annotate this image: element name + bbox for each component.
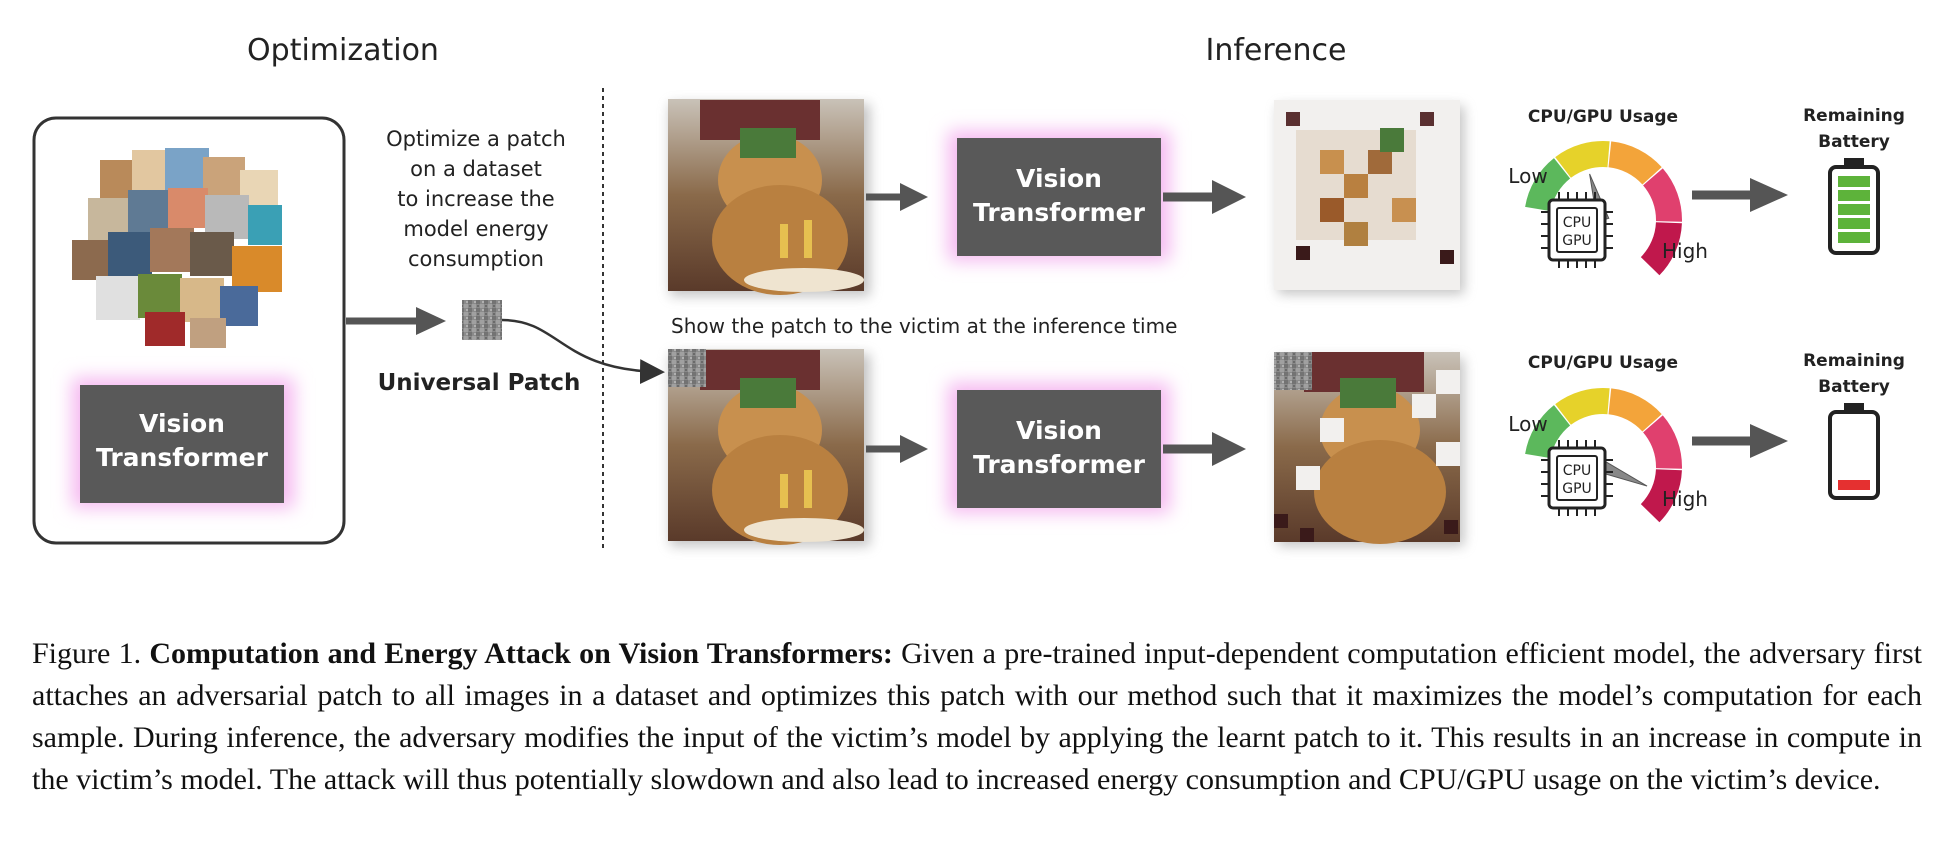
gauge-segment: [1640, 468, 1682, 523]
universal-patch-image: [462, 300, 502, 340]
battery-level-segment: [1838, 190, 1870, 201]
gauge-segment: [1555, 141, 1610, 179]
show-patch-text: Show the patch to the victim at the infe…: [671, 314, 1177, 338]
figure-diagram: Optimization Inference Vision Transforme…: [32, 33, 1905, 548]
battery-label-line2: Battery: [1818, 377, 1890, 397]
gauge-segment: [1525, 158, 1571, 212]
vit-label-line1: Vision: [1016, 164, 1102, 193]
vit-box-bottom: [957, 390, 1161, 508]
arrow-image-to-vit: [900, 435, 928, 463]
vit-label-line1: Vision: [139, 409, 225, 438]
arrow-vit-to-tokens: [1212, 180, 1246, 214]
universal-patch-label: Universal Patch: [378, 370, 581, 396]
optimize-text-line: to increase the: [397, 187, 554, 211]
dog-image-clean: [668, 99, 864, 295]
cpu-gpu-gauge-bottom: [1525, 388, 1682, 523]
chip-label-cpu: CPU: [1563, 215, 1591, 231]
arrow-vit-to-tokens: [1212, 432, 1246, 466]
cpu-chip-icon: CPU GPU: [1541, 192, 1613, 268]
battery-label-line2: Battery: [1818, 132, 1890, 152]
battery-level-segment: [1838, 218, 1870, 229]
battery-level-segment: [1838, 232, 1870, 243]
vit-label-line2: Transformer: [973, 198, 1146, 227]
gauge-high-label: High: [1662, 239, 1708, 263]
cpu-gpu-usage-label: CPU/GPU Usage: [1528, 107, 1678, 127]
caption-label: Figure 1.: [32, 637, 142, 670]
arrow-to-patch-head: [416, 307, 446, 335]
gauge-low-label: Low: [1508, 164, 1547, 188]
arrow-image-to-vit: [900, 183, 928, 211]
chip-label-gpu: GPU: [1562, 233, 1592, 249]
battery-label-line1: Remaining: [1803, 351, 1905, 371]
vit-label-line2: Transformer: [973, 450, 1146, 479]
cpu-gpu-gauge-top: [1525, 141, 1682, 276]
applied-patch: [668, 349, 706, 387]
gauge-high-label: High: [1662, 487, 1708, 511]
battery-level-segment: [1838, 176, 1870, 187]
optimize-description: Optimize a patch on a dataset to increas…: [386, 127, 566, 271]
section-title-inference: Inference: [1206, 33, 1347, 68]
caption-text: Given a pre-trained input-dependent comp…: [32, 637, 1923, 796]
gauge-segment: [1525, 405, 1571, 459]
section-title-optimization: Optimization: [247, 33, 439, 68]
gauge-segment: [1607, 141, 1662, 185]
caption-title: Computation and Energy Attack on Vision …: [149, 637, 893, 670]
token-image-patched: [1274, 352, 1460, 544]
arrow-to-battery: [1750, 178, 1788, 212]
patch-to-victim-arrow: [501, 318, 665, 385]
optimize-text-line: Optimize a patch: [386, 127, 566, 151]
battery-level-segment: [1838, 480, 1870, 490]
battery-icon-low: [1828, 403, 1880, 500]
dataset-collage-image: [72, 148, 282, 348]
chip-label-gpu: GPU: [1562, 481, 1592, 497]
vit-box-optimization: [80, 385, 284, 503]
vit-label-line1: Vision: [1016, 416, 1102, 445]
cpu-chip-icon: CPU GPU: [1541, 440, 1613, 516]
battery-cap: [1844, 403, 1864, 412]
gauge-segment: [1642, 168, 1682, 222]
cpu-gpu-usage-label: CPU/GPU Usage: [1528, 353, 1678, 373]
gauge-segment: [1555, 388, 1610, 426]
dog-image-patched: [668, 349, 864, 545]
gauge-needle: [1599, 460, 1648, 487]
vit-label-line2: Transformer: [96, 443, 269, 472]
gauge-low-label: Low: [1508, 412, 1547, 436]
figure-caption: Figure 1. Computation and Energy Attack …: [32, 633, 1922, 801]
battery-level-segment: [1838, 204, 1870, 215]
optimize-text-line: consumption: [408, 247, 544, 271]
optimize-text-line: model energy: [403, 217, 548, 241]
vit-box-top: [957, 138, 1161, 256]
arrow-to-battery: [1750, 424, 1788, 458]
battery-label-line1: Remaining: [1803, 106, 1905, 126]
gauge-segment: [1640, 221, 1682, 276]
chip-label-cpu: CPU: [1563, 463, 1591, 479]
battery-cap: [1844, 158, 1864, 167]
gauge-segment: [1607, 388, 1662, 432]
token-image-clean: [1274, 100, 1460, 290]
gauge-segment: [1642, 415, 1682, 469]
battery-icon-full: [1828, 158, 1880, 255]
optimize-text-line: on a dataset: [410, 157, 542, 181]
